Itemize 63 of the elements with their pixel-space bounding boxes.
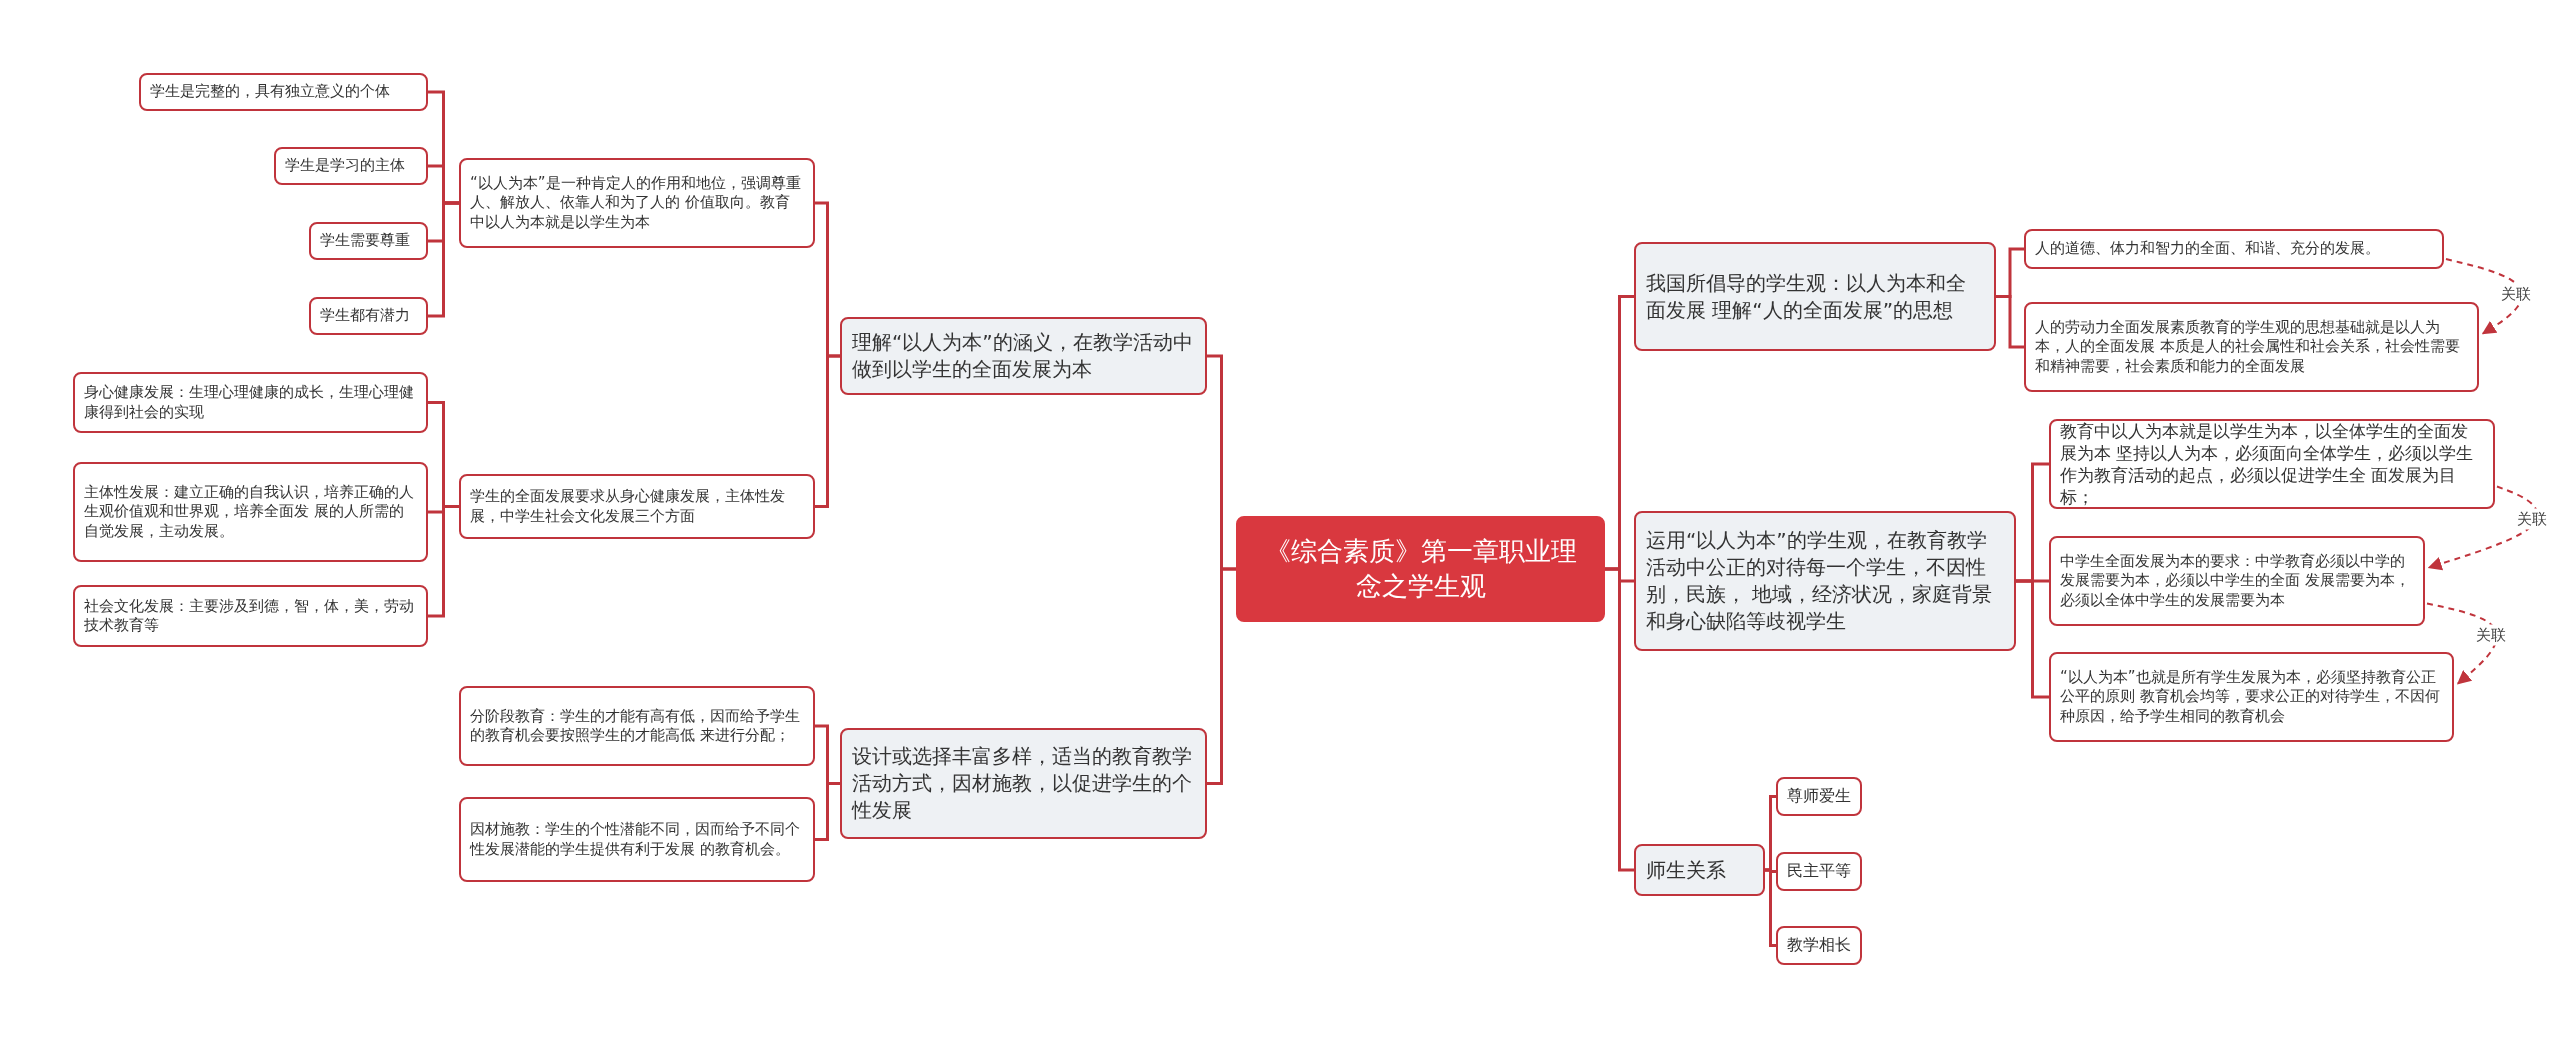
central-topic [1236, 516, 1605, 622]
topic-text: 运用“以人为本”的学生观，在教育教学活动中公正的对待每一个学生，不因性别，民族， 地域，经济状况，家庭背景和身心缺陷等歧视学生 [1646, 527, 1994, 635]
topic-text: 主体性发展：建立正确的自我认识，培养正确的人生观价值观和世界观，培养全面发 展的人所需的自觉发展，主动发展。 [84, 482, 415, 542]
topic-text: 我国所倡导的学生观：以人为本和全面发展 理解“人的全面发展”的思想 [1646, 269, 1967, 324]
subtopic-box [73, 372, 428, 433]
branch-line [2016, 579, 2049, 699]
subtopic-box [309, 297, 428, 335]
branch-line [428, 505, 459, 618]
subtopic-box [1776, 852, 1862, 891]
topic-text: 设计或选择丰富多样，适当的教育教学活动方式，因材施教，以促进学生的个性发展 [852, 743, 1193, 824]
edge-label: 关联 [2473, 624, 2509, 646]
topic-text: 学生需要尊重 [320, 231, 410, 251]
topic-text: 人的道德、体力和智力的全面、和谐、充分的发展。 [2035, 239, 2380, 259]
topic-text: 民主平等 [1787, 861, 1851, 882]
topic-text: 人的劳动力全面发展素质教育的学生观的思想基础就是以人为本，人的全面发展 本质是人的社会属性和社会关系，社会性需要和精神需要，社会素质和能力的全面发展 [2035, 317, 2461, 377]
topic-text: 尊师爱生 [1787, 786, 1851, 807]
subtopic-box [2049, 652, 2454, 742]
subtopic-box [459, 797, 815, 882]
subtopic-box [309, 222, 428, 260]
subtopic-box [459, 686, 815, 766]
subtopic-box [274, 147, 428, 185]
topic-text: 学生是学习的主体 [285, 156, 405, 176]
topic-text: 师生关系 [1646, 856, 1726, 884]
branch-line [428, 201, 459, 318]
topic-box [840, 317, 1207, 395]
topic-text: 教育中以人为本就是以学生为本，以全体学生的全面发展为本 坚持以人为本，必须面向全体学生，必须以学生作为教育活动的起点，必须以促进学生全 面发展为目标； [2060, 419, 2475, 509]
topic-box [840, 728, 1207, 839]
branch-line [815, 354, 840, 508]
branch-line [815, 782, 840, 841]
branch-line [1207, 567, 1236, 785]
topic-text: 学生的全面发展要求从身心健康发展，主体性发展，中学生社会文化发展三个方面 [470, 487, 786, 526]
subtopic-box [139, 73, 428, 111]
relation-arrow [2426, 602, 2498, 685]
branch-line [1605, 567, 1634, 872]
edge-label: 关联 [2514, 508, 2550, 529]
topic-text: 身心健康发展：生理心理健康的成长，生理心理健康得到社会的实现 [84, 383, 415, 422]
topic-text: 学生都有潜力 [320, 306, 410, 326]
edge-label: 关联 [2498, 283, 2534, 305]
subtopic-box [1776, 777, 1862, 816]
topic-text: 因材施教：学生的个性潜能不同，因而给予不同个性发展潜能的学生提供有利于发展 的教育机会。 [470, 820, 801, 859]
subtopic-box [459, 474, 815, 539]
relation-arrow [2427, 485, 2539, 571]
topic-text: “以人为本”也就是所有学生发展为本，必须坚持教育公正公平的原则 教育机会均等，要求公正的对待学生，不因何种原因，给予学生相同的教育机会 [2060, 667, 2441, 727]
subtopic-box [73, 585, 428, 647]
subtopic-box [459, 158, 815, 248]
branch-line [1765, 868, 1776, 947]
topic-box [1634, 844, 1765, 896]
subtopic-box [1776, 926, 1862, 965]
topic-text: 《综合素质》第一章职业理念之学生观 [1263, 534, 1578, 603]
subtopic-box [2024, 302, 2479, 392]
topic-text: 理解“以人为本”的涵义，在教学活动中做到以学生的全面发展为本 [852, 329, 1194, 383]
topic-box [1634, 511, 2016, 651]
topic-text: 教学相长 [1787, 935, 1851, 956]
topic-text: 社会文化发展：主要涉及到德，智，体，美，劳动技术教育等 [84, 596, 415, 636]
topic-text: 分阶段教育：学生的才能有高有低，因而给予学生的教育机会要按照学生的才能高低 来进行分配； [470, 706, 801, 746]
topic-text: “以人为本”是一种肯定人的作用和地位，强调尊重人、解放人、依靠人和为了人的 价值取向。教育中以人为本就是以学生为本 [470, 173, 802, 233]
subtopic-box [73, 462, 428, 562]
topic-text: 中学生全面发展为本的要求：中学教育必须以中学的发展需要为本，必须以中学生的全面 发展需要为本，必须以全体中学生的发展需要为本 [2060, 551, 2411, 611]
topic-box [1634, 242, 1996, 351]
subtopic-box [2024, 229, 2444, 269]
topic-text: 学生是完整的，具有独立意义的个体 [150, 82, 390, 102]
branch-line [1996, 295, 2024, 349]
subtopic-box [2049, 536, 2425, 626]
